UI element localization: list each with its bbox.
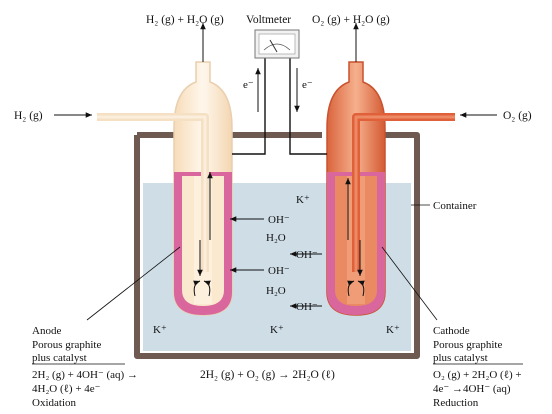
anode-equation-2: 4H₂O (ℓ) + 4e⁻ (32, 383, 101, 395)
ion-oh-4: OH⁻ (296, 301, 318, 313)
cathode-line2: Porous graphite (433, 339, 502, 351)
voltmeter (254, 29, 300, 59)
wire-left (232, 52, 266, 155)
cathode-equation-1: O₂ (g) + 2H₂O (ℓ) + (433, 369, 522, 381)
cathode-process: Reduction (433, 397, 479, 409)
voltmeter-label: Voltmeter (246, 14, 291, 26)
cathode-line3: plus catalyst (433, 352, 488, 364)
voltmeter-needle (269, 39, 278, 53)
ion-h2o-1: H₂O (266, 232, 286, 244)
o2-input-label: O₂ (g) (503, 110, 532, 122)
electron-label-left: e⁻ (243, 79, 254, 91)
ion-k-right: K⁺ (386, 324, 400, 336)
cathode-leader (381, 246, 438, 321)
overall-equation: 2H₂ (g) + O₂ (g) → 2H₂O (ℓ) (200, 369, 335, 381)
ion-oh-2: OH⁻ (296, 249, 318, 261)
anode-equation-1: 2H₂ (g) + 4OH⁻ (aq) → (32, 369, 138, 381)
ion-oh-3: OH⁻ (268, 265, 290, 277)
top-label-right: O₂ (g) + H₂O (g) (312, 14, 390, 26)
anode-title: Anode (32, 325, 61, 337)
anode-process: Oxidation (32, 397, 76, 409)
ion-k-top: K⁺ (296, 194, 310, 206)
ion-k-left: K⁺ (153, 324, 167, 336)
h2-input-label: H₂ (g) (14, 110, 43, 122)
ion-h2o-2: H₂O (266, 285, 286, 297)
top-label-left: H₂ (g) + H₂O (g) (146, 14, 224, 26)
cathode-title: Cathode (433, 325, 470, 337)
electron-label-right: e⁻ (302, 79, 313, 91)
ion-k-mid: K⁺ (270, 324, 284, 336)
anode-line2: Porous graphite (32, 339, 101, 351)
anode-leader (86, 246, 181, 321)
cathode-equation-2: 4e⁻ →4OH⁻ (aq) (433, 383, 511, 395)
container-label: Container (433, 200, 477, 212)
anode-line3: plus catalyst (32, 352, 87, 364)
ion-oh-1: OH⁻ (268, 214, 290, 226)
wire-right (289, 52, 327, 155)
